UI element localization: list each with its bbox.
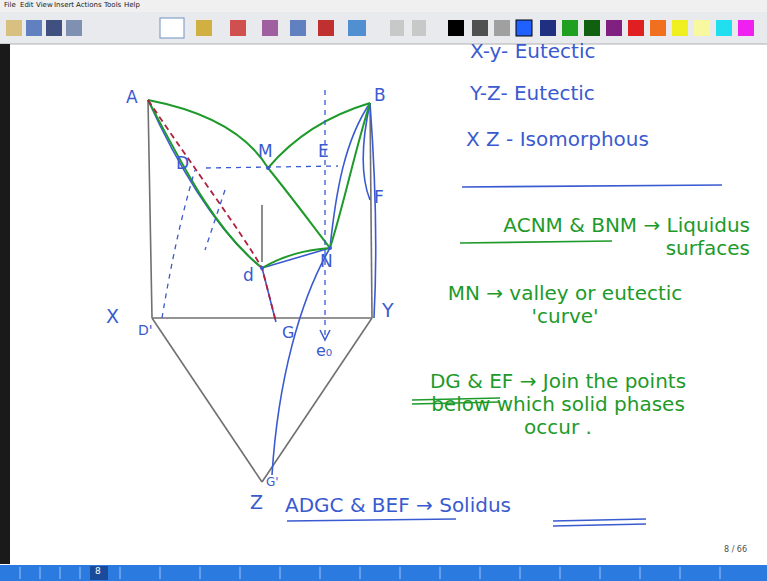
arrow-head xyxy=(320,330,330,340)
toolbar-icons xyxy=(6,18,754,38)
menu-item: Actions xyxy=(76,1,102,9)
point-label: D' xyxy=(138,322,153,338)
point-label: e₀ xyxy=(316,342,332,360)
dashed-path xyxy=(148,100,276,322)
menu-item: Help xyxy=(124,1,140,9)
menu-item: Insert xyxy=(54,1,74,9)
note: ADGC & BEF → Solidus xyxy=(285,494,511,517)
toolbar-border xyxy=(0,44,767,45)
note: MN → valley or eutectic 'curve' xyxy=(440,282,690,328)
bar-ticks xyxy=(20,567,720,579)
point-label: E xyxy=(318,142,329,162)
vertex-label: Y xyxy=(382,300,394,322)
liquidus-curves xyxy=(148,100,370,268)
point-label: B xyxy=(374,86,386,106)
point-label: D xyxy=(176,154,189,174)
page-edge xyxy=(0,44,10,564)
note: X Z - Isomorphous xyxy=(466,128,649,151)
vertex-label: Z xyxy=(250,492,263,514)
projection-lines xyxy=(162,90,338,338)
toolbar-strip xyxy=(0,12,767,44)
point-label: N xyxy=(320,252,333,272)
point-label: G' xyxy=(266,476,279,490)
page-number: 8 / 66 xyxy=(724,545,747,554)
page-marker xyxy=(90,566,108,580)
toolbar xyxy=(0,0,767,44)
page-indicator: 8 xyxy=(95,566,101,576)
note: DG & EF → Join the points below which so… xyxy=(408,370,708,439)
point-label: d xyxy=(243,266,254,286)
note: ACNM & BNM → Liquidus surfaces xyxy=(458,214,750,260)
point-label: A xyxy=(126,88,138,108)
page-bar xyxy=(0,565,767,581)
note: Y-Z- Eutectic xyxy=(470,82,595,105)
prism-frame xyxy=(148,100,372,482)
point-label: M xyxy=(258,142,273,162)
menu-item: View xyxy=(36,1,53,9)
menu-item: Edit xyxy=(20,1,34,9)
solidus-curves xyxy=(148,100,376,475)
point-label: F xyxy=(374,188,384,208)
vertex-label: X xyxy=(106,306,119,328)
menu-item: File xyxy=(4,1,16,9)
note: X-y- Eutectic xyxy=(470,40,595,63)
menu-item: Tools xyxy=(104,1,121,9)
point-label: G xyxy=(282,324,294,342)
